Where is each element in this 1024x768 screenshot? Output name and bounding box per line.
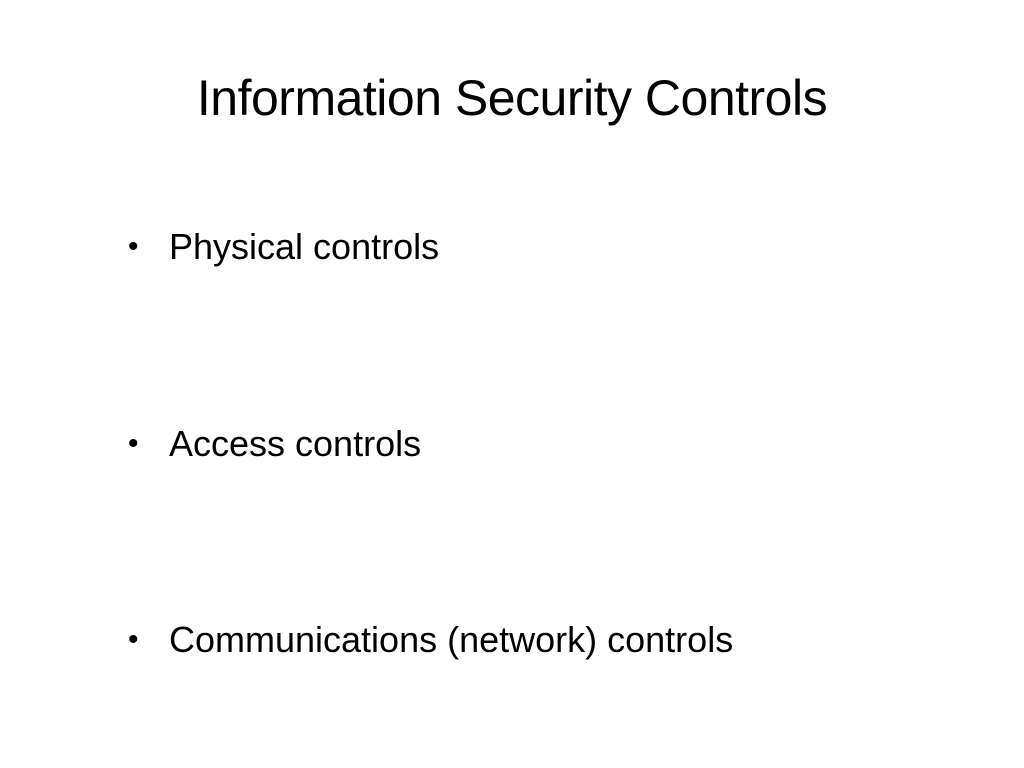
bullet-text: Access controls [169, 423, 422, 464]
bullet-text: Communications (network) controls [169, 619, 734, 660]
bullet-text: Physical controls [169, 226, 440, 267]
bullet-item-access-controls: • Access controls [128, 419, 948, 469]
bullet-icon: • [128, 230, 139, 263]
bullet-icon: • [128, 427, 139, 460]
slide-title: Information Security Controls [196, 70, 828, 126]
bullet-item-communications-controls: • Communications (network) controls [128, 615, 948, 665]
bullet-icon: • [128, 623, 139, 656]
bullet-item-physical-controls: • Physical controls [128, 222, 948, 272]
